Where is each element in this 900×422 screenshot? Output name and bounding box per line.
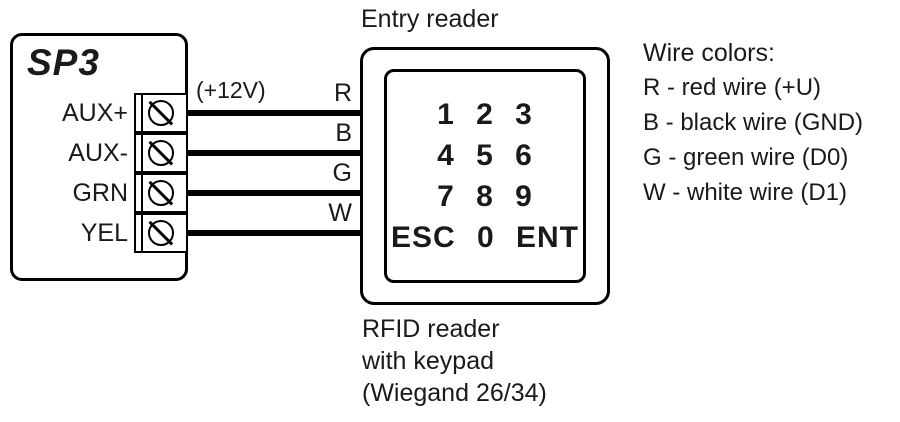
controller-title: SP3	[27, 42, 100, 83]
wire-w	[186, 230, 362, 236]
wire-letter-w: W	[328, 199, 352, 227]
reader-caption-line-3: (Wiegand 26/34)	[362, 379, 547, 407]
reader-title: Entry reader	[361, 5, 499, 33]
reader-caption-line-2: with keypad	[362, 347, 495, 375]
wire-letter-g: G	[332, 159, 352, 187]
wire-g	[186, 190, 362, 196]
legend-item-black: B - black wire (GND)	[643, 109, 864, 136]
keypad-row-3: 7 8 9	[437, 180, 533, 213]
legend-item-green: G - green wire (D0)	[643, 144, 849, 171]
wire-voltage-label: (+12V)	[196, 77, 266, 103]
wire-r	[186, 110, 362, 116]
legend-title: Wire colors:	[643, 39, 775, 67]
terminal-cell-aux-plus	[134, 93, 188, 133]
screw-slash-icon	[148, 140, 174, 166]
screw-terminal-icon	[148, 180, 174, 206]
terminal-strip-line	[141, 93, 143, 253]
legend-item-white: W - white wire (D1)	[643, 179, 848, 206]
terminal-label-aux-minus: AUX-	[68, 139, 128, 167]
screw-slash-icon	[148, 220, 174, 246]
screw-terminal-icon	[148, 220, 174, 246]
wire-letter-r: R	[333, 79, 352, 107]
wire-b	[186, 150, 362, 156]
screw-terminal-icon	[148, 140, 174, 166]
keypad-row-2: 4 5 6	[437, 139, 533, 172]
keypad-row-1: 1 2 3	[437, 98, 533, 131]
legend-item-red: R - red wire (+U)	[643, 74, 822, 101]
terminal-cell-yel	[134, 213, 188, 253]
terminal-label-yel: YEL	[80, 219, 128, 247]
wire-letter-b: B	[335, 119, 352, 147]
terminal-label-aux-plus: AUX+	[61, 99, 128, 127]
terminal-cell-grn	[134, 173, 188, 213]
reader-keypad-box: 1 2 3 4 5 6 7 8 9 ESC 0 ENT	[384, 69, 586, 283]
reader-caption-line-1: RFID reader	[362, 315, 500, 343]
reader-caption: RFID reader with keypad (Wiegand 26/34)	[362, 313, 547, 409]
screw-slash-icon	[148, 180, 174, 206]
terminal-label-grn: GRN	[72, 179, 128, 207]
screw-slash-icon	[148, 100, 174, 126]
screw-terminal-icon	[148, 100, 174, 126]
keypad-row-4: ESC 0 ENT	[390, 221, 580, 254]
